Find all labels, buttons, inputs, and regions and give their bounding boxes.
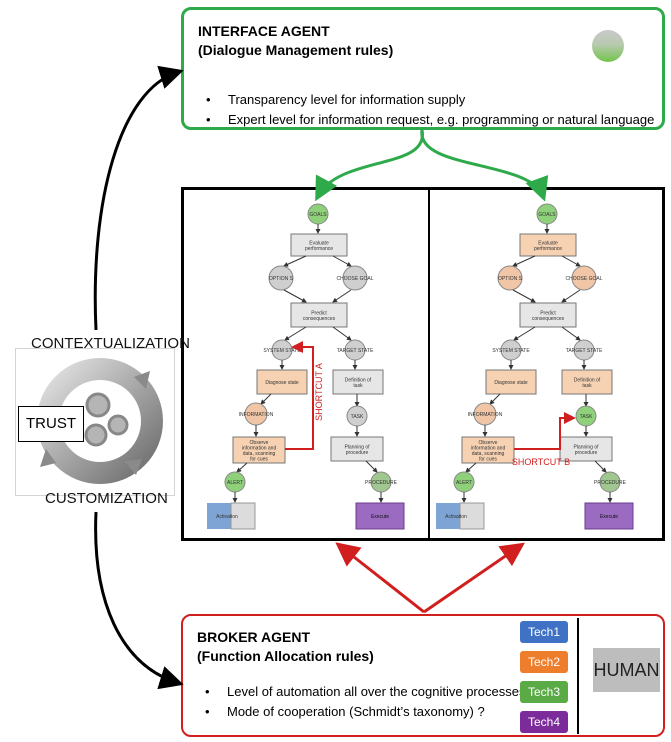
broker-agent-title: BROKER AGENT (Function Allocation rules)	[197, 628, 374, 666]
decision-ladder-frame	[181, 187, 665, 541]
interface-bullet: Transparency level for information suppl…	[206, 90, 654, 110]
broker-agent-subtitle: (Function Allocation rules)	[197, 648, 374, 664]
human-badge: HUMAN	[593, 648, 660, 692]
broker-bullet: Level of automation all over the cogniti…	[205, 682, 533, 702]
broker-agent-bullets: Level of automation all over the cogniti…	[205, 682, 533, 722]
interface-bullet: Expert level for information request, e.…	[206, 110, 654, 130]
trust-label: TRUST	[18, 406, 84, 442]
broker-agent-name: BROKER AGENT	[197, 629, 311, 645]
human-separator	[577, 618, 579, 734]
tech1-badge: Tech1	[520, 621, 568, 643]
red-arrow-left	[335, 542, 425, 614]
customization-label: CUSTOMIZATION	[45, 490, 168, 507]
interface-agent-box: INTERFACE AGENT (Dialogue Management rul…	[181, 7, 665, 130]
broker-agent-box: BROKER AGENT (Function Allocation rules)…	[181, 614, 665, 737]
interface-agent-name: INTERFACE AGENT	[198, 23, 330, 39]
agent-orb-icon	[592, 30, 624, 62]
tech4-badge: Tech4	[520, 711, 568, 733]
customization-arrow	[94, 511, 184, 690]
red-arrow-right	[423, 542, 525, 614]
interface-agent-subtitle: (Dialogue Management rules)	[198, 42, 394, 58]
tech2-badge: Tech2	[520, 651, 568, 673]
panel-divider	[428, 187, 430, 541]
interface-agent-title: INTERFACE AGENT (Dialogue Management rul…	[198, 22, 393, 60]
interface-agent-bullets: Transparency level for information suppl…	[206, 90, 654, 130]
contextualization-arrow	[93, 65, 184, 331]
broker-bullet: Mode of cooperation (Schmidt’s taxonomy)…	[205, 702, 533, 722]
tech3-badge: Tech3	[520, 681, 568, 703]
contextualization-label: CONTEXTUALIZATION	[31, 335, 190, 352]
